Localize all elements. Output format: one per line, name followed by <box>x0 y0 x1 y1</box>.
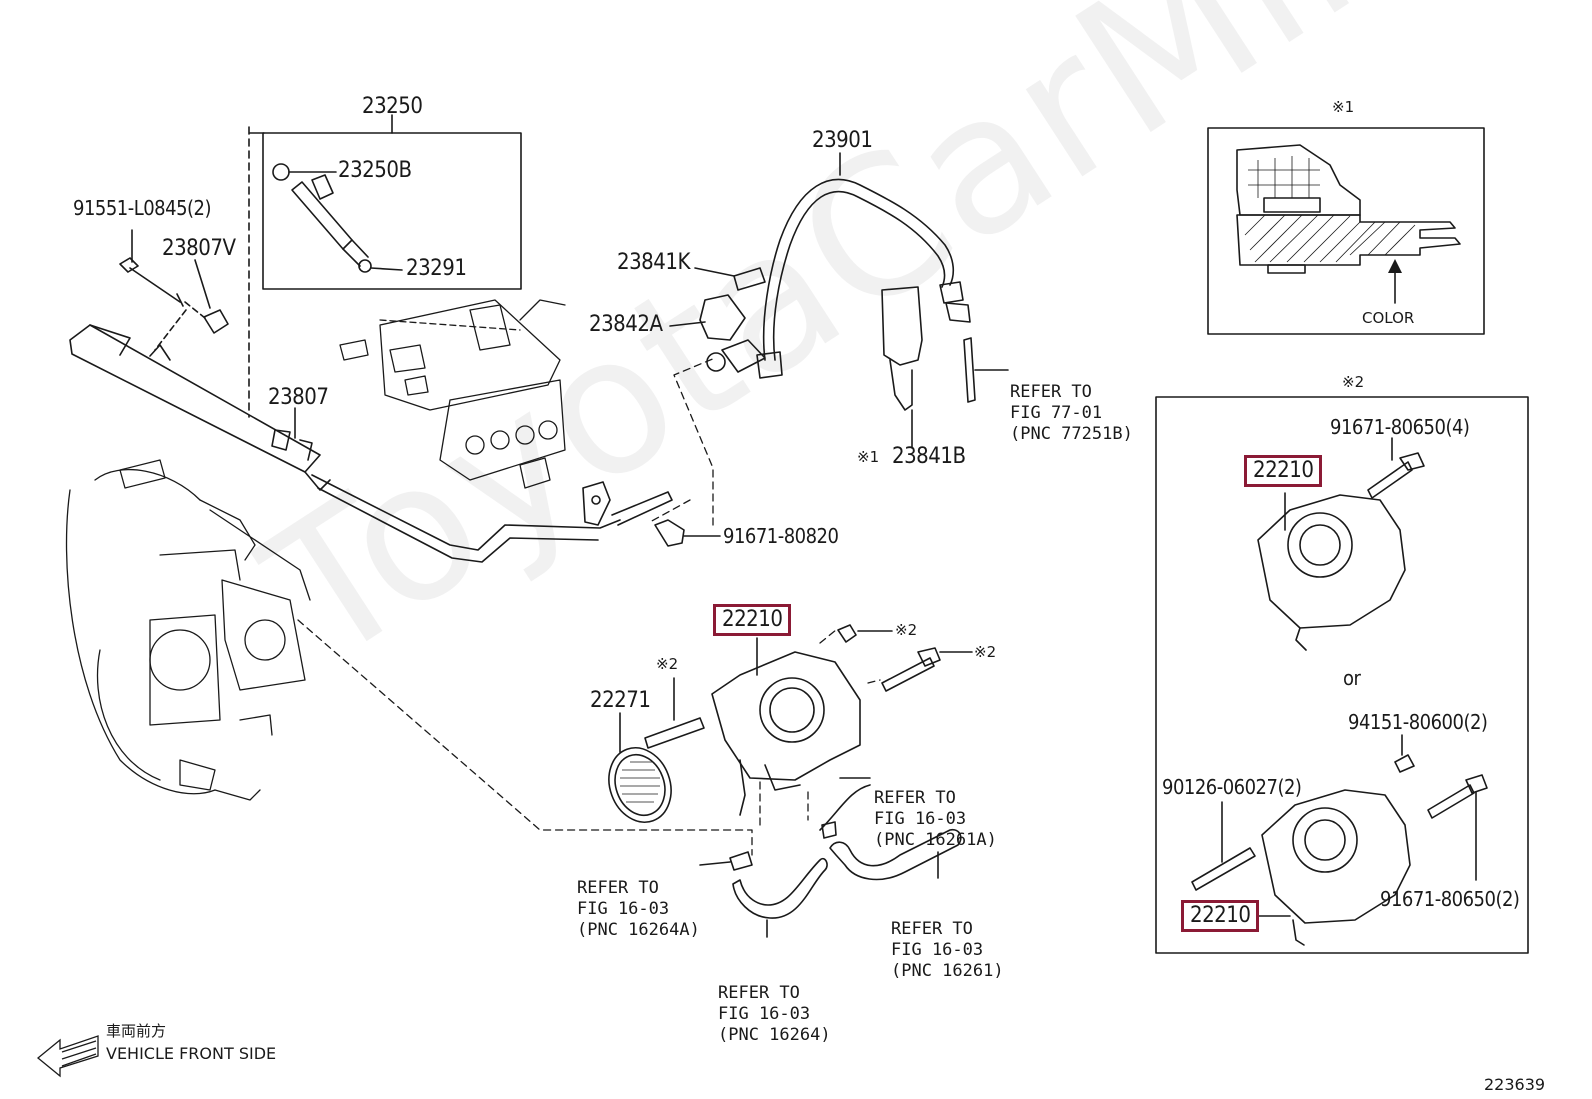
callout-90126-06027: 90126-06027(2) <box>1162 775 1302 799</box>
callout-22271: 22271 <box>590 688 651 713</box>
inset-1-color-label: COLOR <box>1362 309 1415 327</box>
callout-23842a: 23842A <box>589 312 663 337</box>
inset-2-22210-bottom-highlight[interactable]: 22210 <box>1181 900 1260 932</box>
mark-note-1: ※1 <box>857 448 880 466</box>
callout-91551-l0845: 91551-L0845(2) <box>73 196 212 220</box>
inset-1-box <box>1207 127 1485 335</box>
mark-note-2c: ※2 <box>974 643 997 661</box>
front-direction-jp: 車両前方 <box>106 1022 167 1040</box>
callout-23841b: 23841B <box>892 444 966 469</box>
callout-23807: 23807 <box>268 385 329 410</box>
callout-23841k: 23841K <box>617 250 690 275</box>
callout-23901: 23901 <box>812 128 873 153</box>
callout-23807v: 23807V <box>162 236 236 261</box>
intake-assembly <box>65 459 311 801</box>
mark-note-2a: ※2 <box>656 655 679 673</box>
front-direction-en: VEHICLE FRONT SIDE <box>106 1044 277 1063</box>
callout-94151-80600: 94151-80600(2) <box>1348 710 1488 734</box>
inset-2-22210-top-highlight[interactable]: 22210 <box>1244 455 1323 487</box>
fuel-rail <box>69 324 673 563</box>
inset-1-title: ※1 <box>1332 98 1355 116</box>
callout-91671-80820: 91671-80820 <box>723 524 839 548</box>
connector-23841b <box>881 286 1009 449</box>
bolt-91551 <box>119 229 229 351</box>
callout-91671-80650-4: 91671-80650(4) <box>1330 415 1470 439</box>
engine-block <box>339 299 566 489</box>
callout-23291: 23291 <box>406 256 467 281</box>
callout-22210-highlight[interactable]: 22210 <box>713 604 792 636</box>
callout-23250: 23250 <box>362 94 423 119</box>
bolt-91671-80820 <box>654 519 721 547</box>
mark-note-2b: ※2 <box>895 621 918 639</box>
inset-2-or: or <box>1343 666 1361 690</box>
hose-23901 <box>669 152 971 379</box>
throttle-body-main <box>608 624 973 938</box>
inset-2-box <box>1155 396 1529 954</box>
callout-23250b: 23250B <box>338 158 412 183</box>
figure-number: 223639 <box>1484 1075 1546 1094</box>
front-arrow <box>36 1035 99 1078</box>
inset-2-title: ※2 <box>1342 373 1365 391</box>
callout-91671-80650-2: 91671-80650(2) <box>1380 887 1520 911</box>
injector-box <box>248 114 522 418</box>
